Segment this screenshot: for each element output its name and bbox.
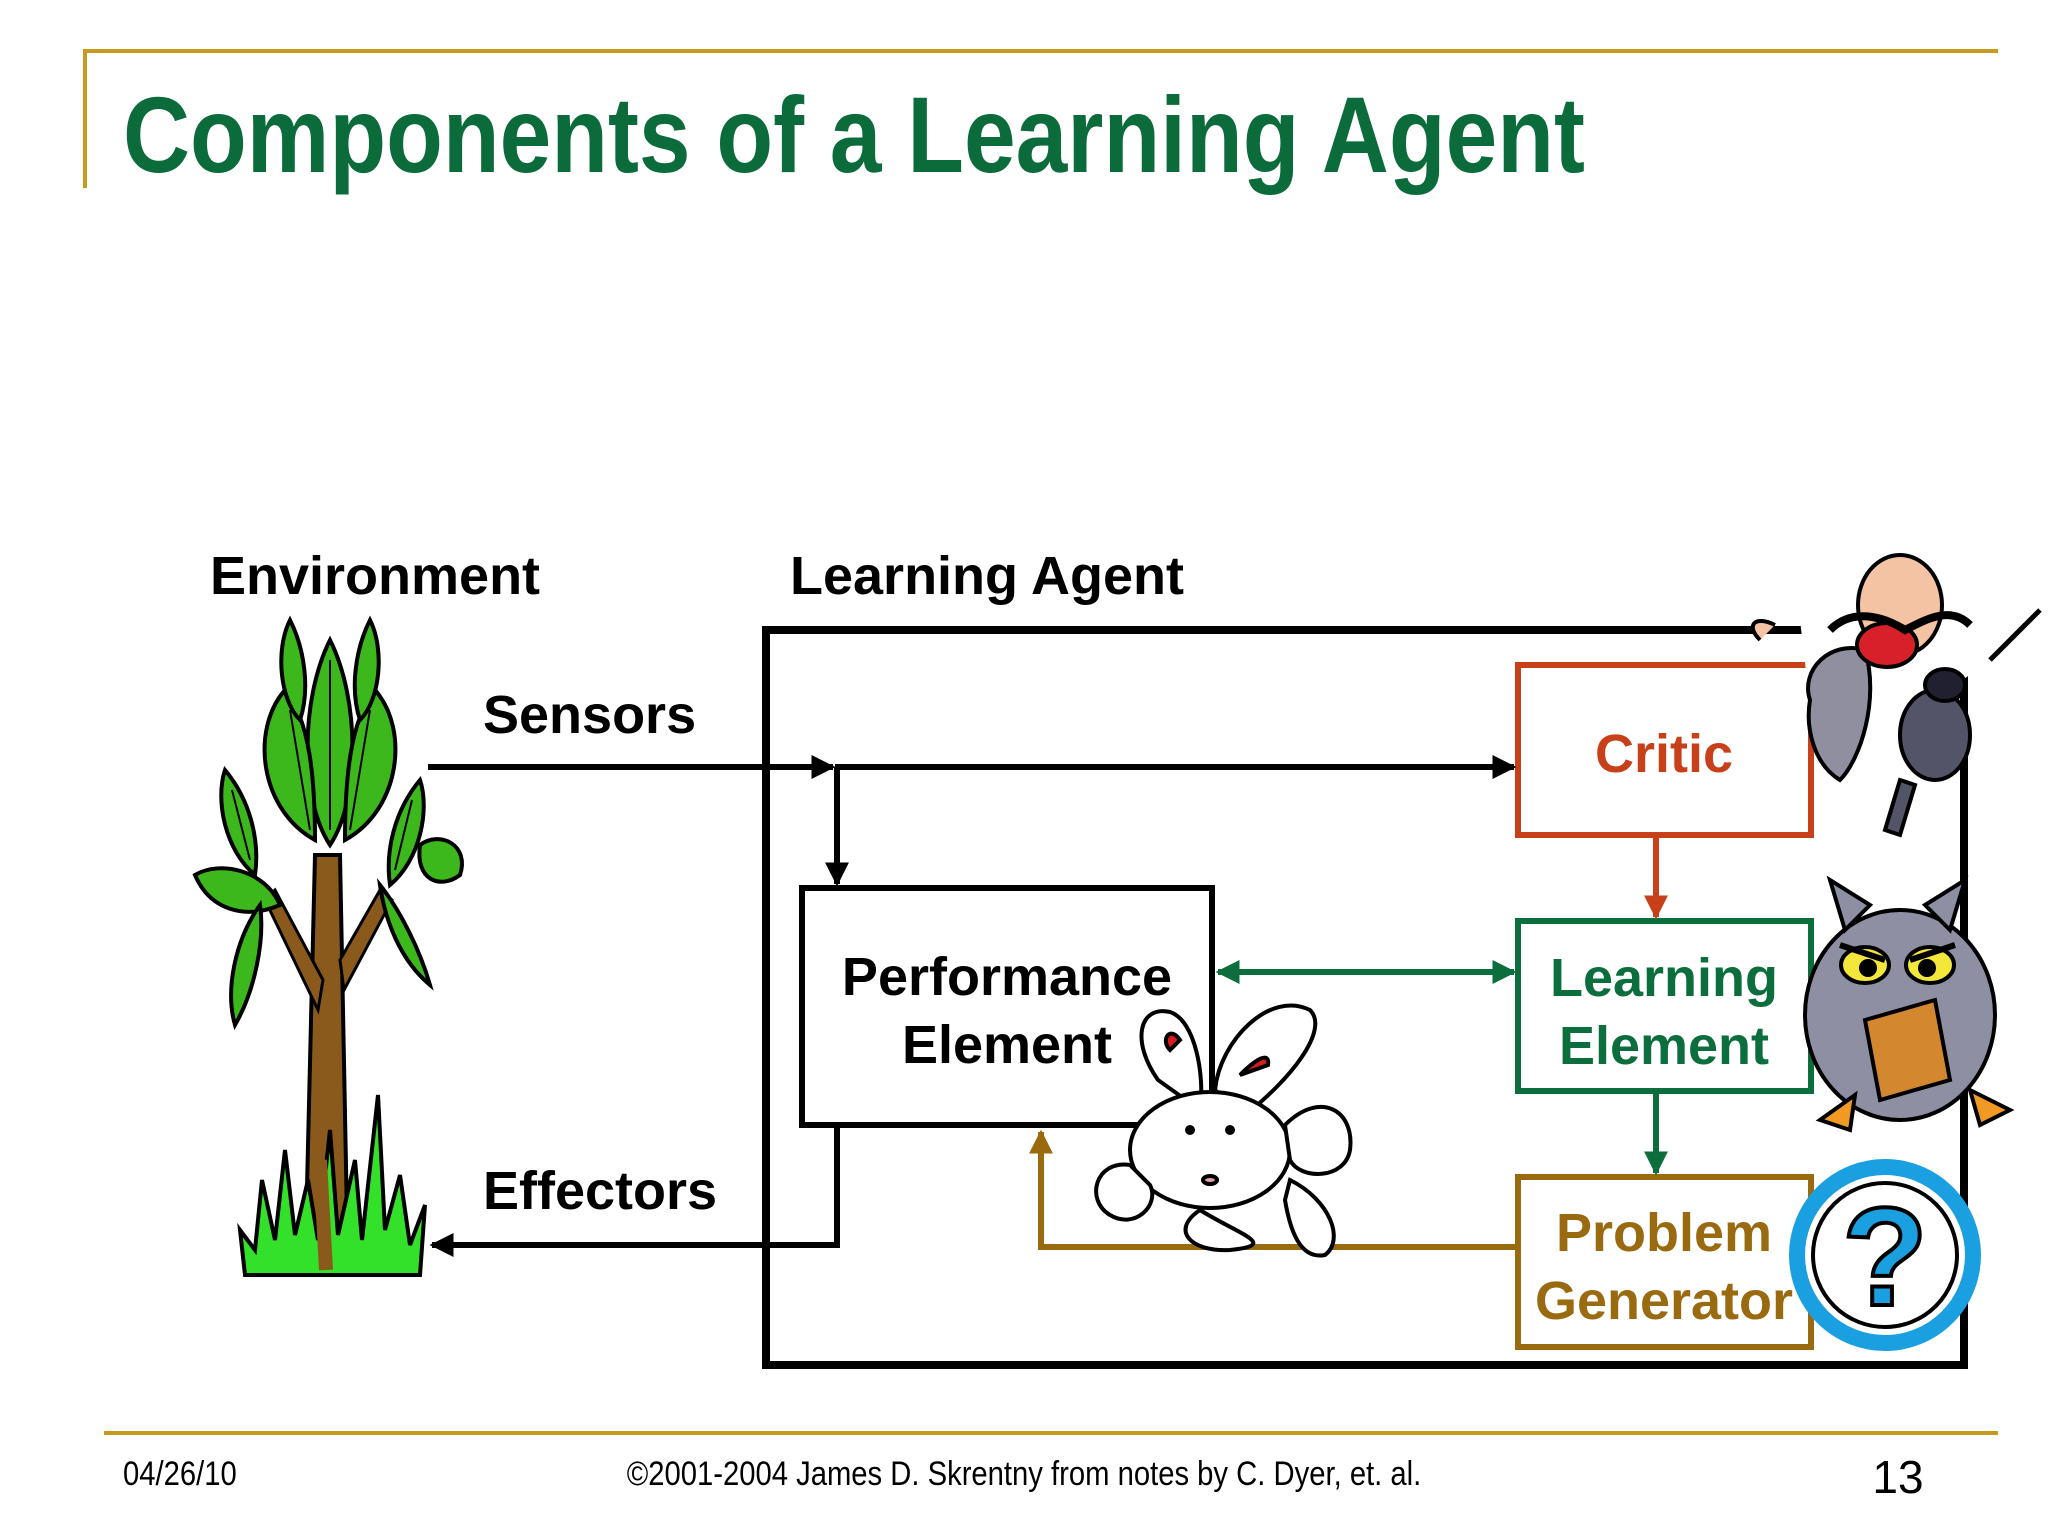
problem-generator-box: Problem Generator <box>1515 1174 1814 1350</box>
footer-credit: ©2001-2004 James D. Skrentny from notes … <box>627 1454 1422 1493</box>
performance-element-label-1: Performance <box>842 947 1172 1007</box>
performance-element-box: Performance Element <box>799 885 1215 1128</box>
environment-label: Environment <box>210 546 540 606</box>
page-number: 13 <box>1872 1451 1923 1503</box>
owl-illustration <box>1803 875 2015 1133</box>
effectors-label: Effectors <box>483 1161 717 1221</box>
problem-generator-label-2: Generator <box>1535 1271 1793 1331</box>
learning-element-label-2: Element <box>1559 1016 1769 1076</box>
rabbit-illustration <box>1094 1003 1353 1258</box>
problem-generator-label-1: Problem <box>1556 1203 1772 1263</box>
footer-date: 04/26/10 <box>123 1454 237 1493</box>
effectors-arrow <box>429 1128 840 1257</box>
performance-element-label-2: Element <box>902 1015 1112 1075</box>
critic-label: Critic <box>1595 724 1733 784</box>
tree-illustration <box>192 615 464 1277</box>
critic-character-illustration <box>1750 553 2042 840</box>
question-mark-icon: ? <box>1789 1159 1981 1351</box>
learning-element-label-1: Learning <box>1550 948 1778 1008</box>
question-mark-glyph: ? <box>1842 1178 1928 1335</box>
learning-element-box: Learning Element <box>1515 918 1814 1094</box>
sensors-arrow <box>428 755 1517 887</box>
learning-agent-label: Learning Agent <box>790 546 1184 606</box>
sensors-label: Sensors <box>483 685 696 745</box>
slide-title: Components of a Learning Agent <box>123 75 1585 195</box>
critic-box: Critic <box>1515 662 1814 838</box>
title-rule <box>83 49 1998 188</box>
problem-to-performance-arrow <box>1029 1129 1516 1250</box>
